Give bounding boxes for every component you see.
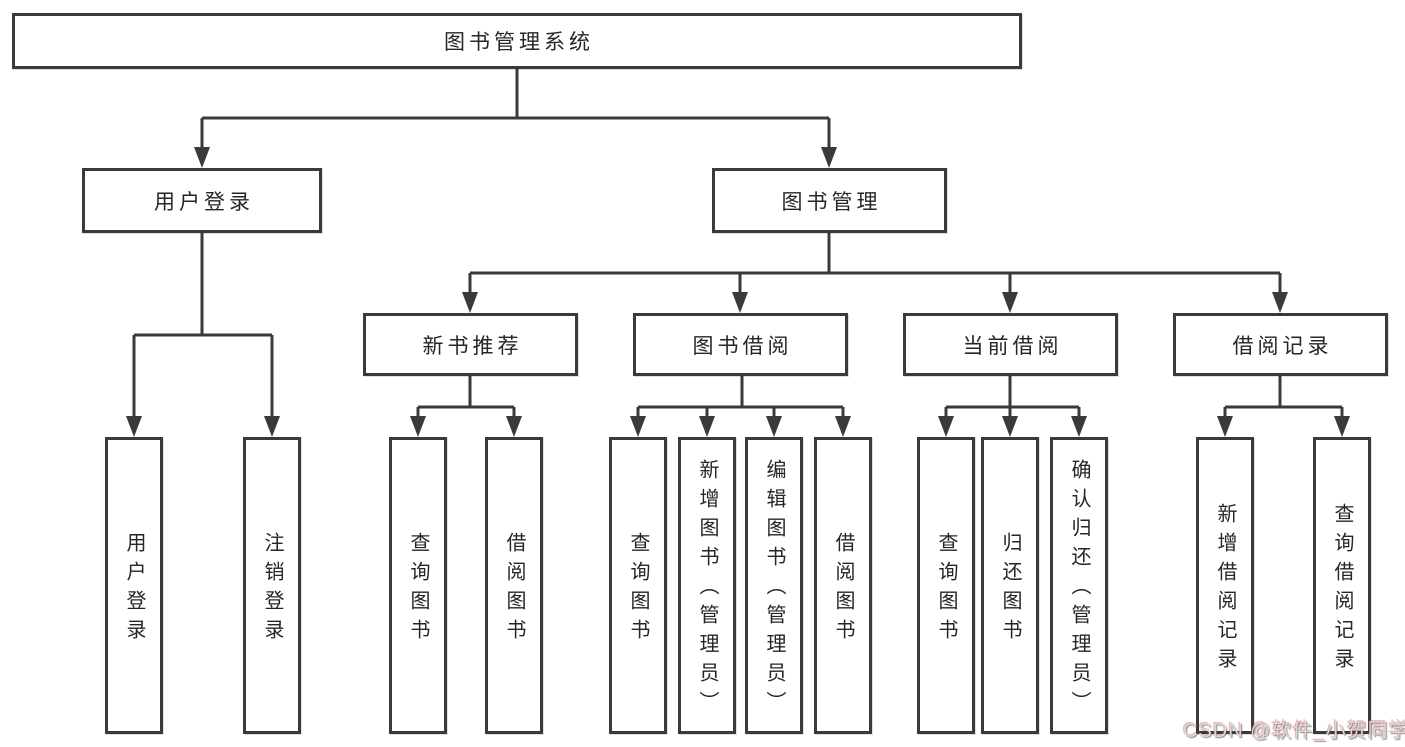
node-label: 图书管理 [781, 190, 882, 214]
leaf-label: 归还图书 [999, 531, 1021, 648]
leaf-add-books-admin: 新增图书（管理员） [678, 437, 736, 734]
leaf-label: 借阅图书 [832, 531, 854, 648]
leaf-add-borrow-record: 新增借阅记录 [1196, 437, 1254, 734]
leaf-label: 用户登录 [123, 531, 145, 648]
leaf-edit-books-admin: 编辑图书（管理员） [745, 437, 803, 734]
leaf-borrow-books: 借阅图书 [814, 437, 872, 734]
arrow-down-icon [1002, 416, 1018, 437]
arrow-down-icon [126, 416, 142, 437]
node-root: 图书管理系统 [12, 13, 1022, 69]
node-book-borrow: 图书借阅 [633, 313, 848, 376]
leaf-label: 编辑图书（管理员） [763, 459, 785, 720]
leaf-label: 新增图书（管理员） [696, 459, 718, 720]
arrow-down-icon [1272, 292, 1288, 313]
arrow-down-icon [1002, 292, 1018, 313]
arrow-down-icon [506, 416, 522, 437]
node-new-book-recommend: 新书推荐 [363, 313, 578, 376]
leaf-return-books: 归还图书 [981, 437, 1039, 734]
leaf-label: 查询图书 [935, 531, 957, 648]
leaf-query-books-recommend: 查询图书 [389, 437, 447, 734]
leaf-logout: 注销登录 [243, 437, 301, 734]
leaf-query-books-current: 查询图书 [917, 437, 975, 734]
arrow-down-icon [1071, 416, 1087, 437]
node-borrow-record: 借阅记录 [1173, 313, 1388, 376]
arrow-down-icon [835, 416, 851, 437]
node-user-login: 用户登录 [82, 168, 322, 233]
arrow-down-icon [699, 416, 715, 437]
node-book-management: 图书管理 [712, 168, 947, 233]
node-label: 用户登录 [154, 190, 254, 214]
arrow-down-icon [766, 416, 782, 437]
leaf-borrow-books-recommend: 借阅图书 [485, 437, 543, 734]
arrow-down-icon [938, 416, 954, 437]
arrow-down-icon [194, 147, 210, 168]
arrow-down-icon [264, 416, 280, 437]
node-label: 当前借阅 [962, 334, 1063, 358]
arrow-down-icon [410, 416, 426, 437]
arrow-down-icon [732, 292, 748, 313]
arrow-down-icon [1334, 416, 1350, 437]
leaf-label: 查询图书 [627, 531, 649, 648]
leaf-user-login: 用户登录 [105, 437, 163, 734]
leaf-label: 注销登录 [261, 531, 283, 648]
leaf-label: 确认归还（管理员） [1068, 459, 1090, 720]
node-label: 借阅记录 [1232, 334, 1333, 358]
arrow-down-icon [462, 292, 478, 313]
node-label: 新书推荐 [422, 334, 523, 358]
arrow-down-icon [630, 416, 646, 437]
leaf-confirm-return-admin: 确认归还（管理员） [1050, 437, 1108, 734]
leaf-query-books-borrow: 查询图书 [609, 437, 667, 734]
leaf-label: 借阅图书 [503, 531, 525, 648]
leaf-label: 查询借阅记录 [1331, 502, 1353, 677]
node-root-label: 图书管理系统 [444, 31, 594, 54]
leaf-label: 查询图书 [407, 531, 429, 648]
arrow-down-icon [821, 147, 837, 168]
leaf-query-borrow-record: 查询借阅记录 [1313, 437, 1371, 734]
node-label: 图书借阅 [692, 334, 793, 358]
leaf-label: 新增借阅记录 [1214, 502, 1236, 677]
arrow-down-icon [1217, 416, 1233, 437]
node-current-borrow: 当前借阅 [903, 313, 1118, 376]
